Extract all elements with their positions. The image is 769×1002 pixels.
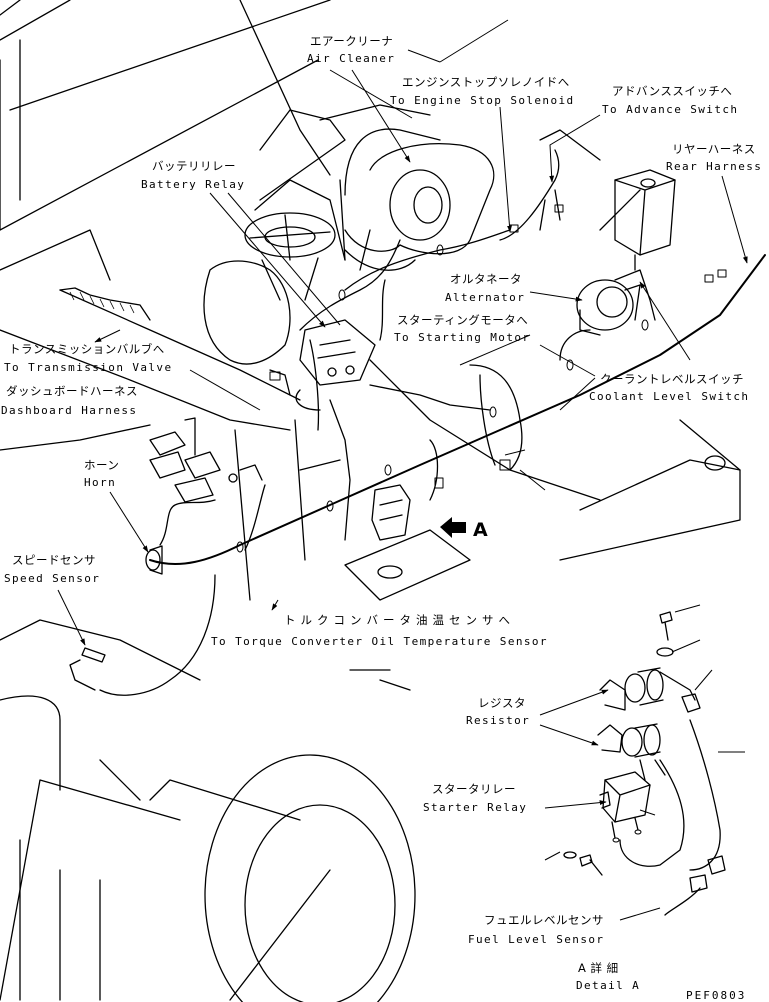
battery-relay-drawing [299,319,376,386]
leader-lines [57,19,748,921]
advance-switch-label-en: To Advance Switch [602,103,739,116]
speed-sensor-label-jp: スピードセンサ [12,553,96,567]
resistor-label-en: Resistor [466,714,531,727]
dashboard-harness-label-en: Dashboard Harness [1,404,138,417]
speed-sensor-label-en: Speed Sensor [4,572,101,585]
torque-converter-sensor-label-en: To Torque Converter Oil Temperature Sens… [211,635,548,648]
starting-motor-label-jp: スターティングモータへ [397,313,529,327]
horn-drawing [145,545,163,575]
horn-label-en: Horn [84,476,117,489]
coolant-level-switch-label-en: Coolant Level Switch [589,390,750,403]
wire-harness [69,149,766,696]
advance-switch-label-jp: アドバンススイッチへ [612,84,733,98]
battery-relay-label-jp: バッテリリレー [152,159,236,173]
transmission-valve-label-en: To Transmission Valve [4,361,173,374]
air-cleaner-label-en: Air Cleaner [307,52,396,65]
detail-a-drawing [563,611,726,916]
air-cleaner-drawing [339,128,495,271]
alternator-drawing [576,279,641,336]
alternator-label-en: Alternator [445,291,526,304]
transmission-valve-label-jp: トランスミッションバルブへ [9,342,165,356]
torque-converter-sensor-label-jp: トルクコンバータ油温センサへ [284,613,515,627]
starter-relay-label-jp: スタータリレー [432,782,516,796]
coolant-reservoir-drawing [614,169,676,271]
chassis-body [0,104,741,1002]
resistor-label-jp: レジスタ [478,696,526,710]
starting-motor-label-en: To Starting Motor [394,331,531,344]
fuel-level-sensor-label-en: Fuel Level Sensor [468,933,605,946]
view-a-marker: A [473,519,488,541]
detail-a-title-jp: A 詳 細 [578,961,619,975]
drawing-code: PEF0803 [686,989,747,1002]
view-a-arrow [440,517,466,538]
alternator-label-jp: オルタネータ [450,272,522,286]
fuel-level-sensor-label-jp: フュエルレベルセンサ [484,913,604,927]
engine-stop-solenoid-label-jp: エンジンストップソレノイドへ [402,75,570,89]
starter-relay-label-en: Starter Relay [423,801,528,814]
detail-a-title-en: Detail A [576,979,641,992]
air-cleaner-label-jp: エアークリーナ [310,34,394,48]
operator-guard-frame [0,0,331,281]
battery-relay-label-en: Battery Relay [141,178,246,191]
horn-label-jp: ホーン [84,458,120,472]
rear-harness-label-en: Rear Harness [666,160,763,173]
rear-harness-label-jp: リヤーハーネス [672,142,756,156]
steering-wheel [244,212,336,301]
engine-stop-solenoid-label-en: To Engine Stop Solenoid [390,94,575,107]
dashboard-harness-label-jp: ダッシュボードハーネス [6,384,138,398]
coolant-level-switch-label-jp: クーラントレベルスイッチ [600,372,744,386]
dashboard-switch-cluster [149,417,263,503]
relay-box-drawing [344,484,471,601]
